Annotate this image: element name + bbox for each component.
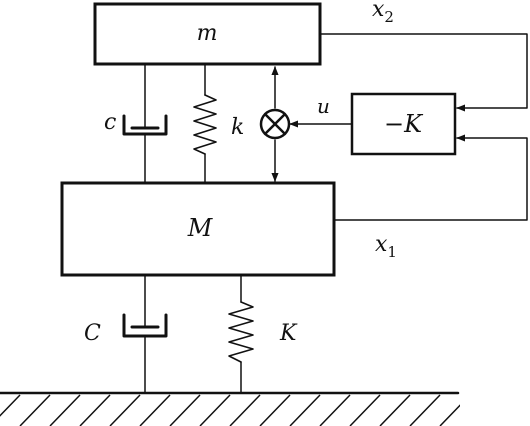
ground-hatch-line (289, 394, 321, 426)
upper-mass-box (93, 2, 322, 66)
controller-box (350, 92, 457, 156)
ground-hatch-line (229, 394, 261, 426)
ground-hatch-line (109, 394, 141, 426)
ground-hatch-line (379, 394, 411, 426)
ground-hatch-line (0, 394, 21, 417)
ground-hatch-line (19, 394, 51, 426)
ground-hatch-line (139, 394, 171, 426)
ground (0, 391, 460, 426)
lower-damper-label: C (84, 321, 101, 346)
upper-mass-label: m (197, 21, 218, 46)
ground-hatch-line (199, 394, 231, 426)
ground-hatch-line (409, 394, 441, 426)
ground-hatch-line (319, 394, 351, 426)
control-signal-label: u (317, 94, 330, 118)
upper-spring-label: k (231, 115, 244, 140)
ground-hatch-line (79, 394, 111, 426)
ground-hatch-line (169, 394, 201, 426)
lower-damper (122, 274, 168, 394)
feedback-x2-line (319, 33, 528, 112)
lower-mass-label: M (187, 214, 214, 242)
lower-mass-box (60, 181, 336, 277)
controller-label: −K (384, 110, 424, 138)
x2-label: x2 (372, 0, 394, 26)
upper-spring (193, 63, 217, 184)
ground-hatch-line (259, 394, 291, 426)
actuator-symbol (259, 66, 291, 182)
upper-damper-label: c (104, 110, 116, 135)
upper-damper (122, 63, 168, 184)
lower-spring-label: K (279, 321, 298, 346)
lower-spring (228, 274, 254, 394)
ground-hatch-line (349, 394, 381, 426)
x1-label: x1 (375, 232, 397, 261)
feedback-x1-line (333, 134, 528, 221)
ground-hatch-line (49, 394, 81, 426)
ground-hatch-line (439, 404, 460, 426)
